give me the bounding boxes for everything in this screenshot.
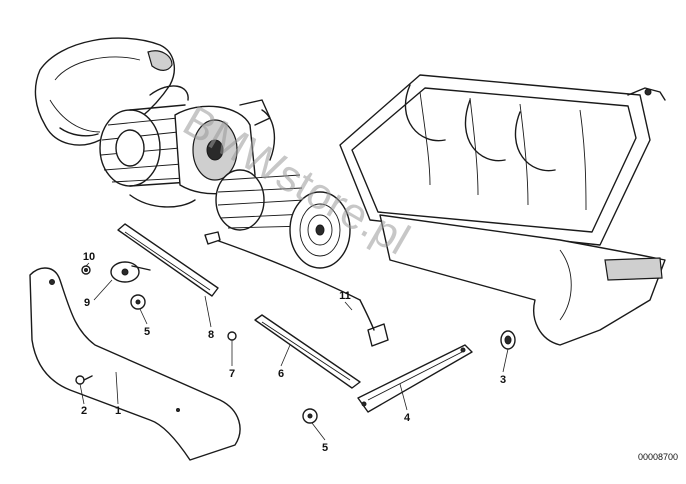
callout-4: 4	[404, 412, 411, 424]
callout-6: 6	[278, 368, 284, 380]
part-1-lower-cover	[29, 267, 241, 461]
part-6-guide-rail	[254, 314, 361, 389]
callout-10: 10	[83, 251, 95, 263]
reference-number: 00008700	[638, 452, 678, 462]
callout-5-upper: 5	[144, 326, 150, 338]
callout-labels: 1 2 3 4 5 5 6 7 8 9 10 11	[81, 251, 506, 454]
heater-housing	[339, 74, 666, 346]
callout-11: 11	[339, 290, 351, 302]
callout-leaders	[79, 262, 509, 441]
part-5-gear-upper	[130, 294, 146, 310]
callout-3: 3	[500, 374, 506, 386]
callout-9: 9	[84, 297, 90, 309]
part-10-washer	[81, 265, 91, 275]
callout-8: 8	[208, 329, 214, 341]
part-5-gear-lower	[302, 408, 318, 424]
part-7-screw	[227, 331, 237, 341]
callout-1: 1	[115, 405, 121, 417]
part-3-plug	[500, 330, 516, 350]
callout-7: 7	[229, 368, 235, 380]
part-9-control-disc	[110, 261, 151, 283]
callout-2: 2	[81, 405, 87, 417]
part-4-lever	[357, 344, 473, 413]
fan-shroud-cover	[34, 37, 176, 146]
part-11-cable	[204, 231, 389, 347]
part-8-rack	[117, 223, 219, 297]
blower-motor-assembly	[99, 85, 351, 269]
callout-5-lower: 5	[322, 442, 328, 454]
